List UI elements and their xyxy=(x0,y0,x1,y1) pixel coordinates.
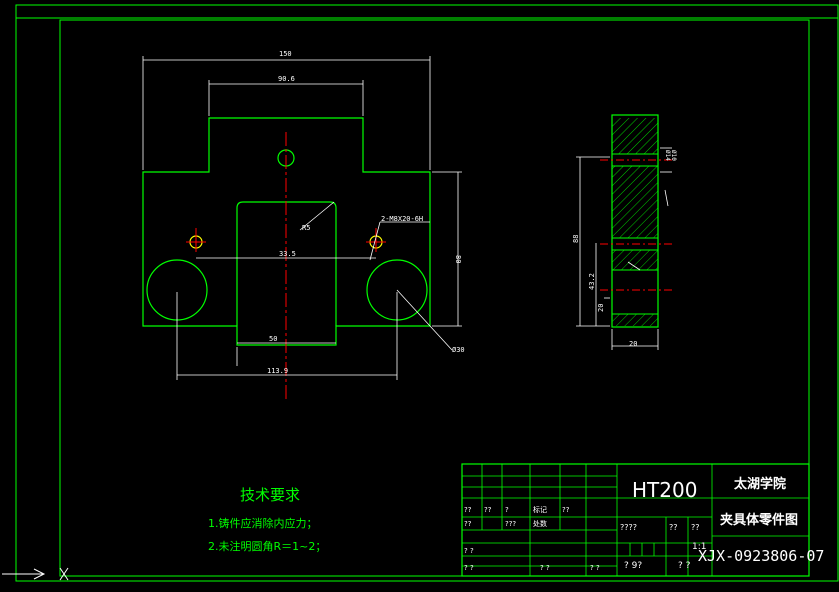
dim-side-43: 43.2 xyxy=(588,273,596,290)
svg-text:??: ?? xyxy=(562,506,570,514)
svg-text:? ?: ? ? xyxy=(464,564,474,572)
svg-text:??: ?? xyxy=(484,506,492,514)
front-view: 150 90.6 R5 2-M8X20-6H 33.5 80 50 113.9 … xyxy=(142,50,465,400)
dim-thread: 2-M8X20-6H xyxy=(381,215,423,223)
svg-text:??: ?? xyxy=(464,506,472,514)
side-view: 88 43.2 20 20 Ø14 Ø10 xyxy=(572,114,677,350)
svg-text:? ?: ? ? xyxy=(590,564,600,572)
svg-text:??: ?? xyxy=(669,523,678,532)
dim-side-bore-b: Ø10 xyxy=(670,150,677,161)
dim-side-bore-a: Ø14 xyxy=(664,150,671,161)
svg-text:? 9?: ? 9? xyxy=(624,561,642,571)
dim-113-9: 113.9 xyxy=(267,367,288,375)
svg-text:? ?: ? ? xyxy=(540,564,550,572)
dim-80: 80 xyxy=(454,255,462,263)
notes-title: 技术要求 xyxy=(240,486,300,504)
ucs-icon xyxy=(2,567,69,581)
technical-notes: 技术要求 1.铸件应消除内应力； 2.未注明圆角R＝1~2； xyxy=(208,486,326,553)
dim-side-88: 88 xyxy=(572,235,580,243)
dim-side-width: 20 xyxy=(629,340,637,348)
dim-phi30: Ø30 xyxy=(452,346,465,354)
dim-90: 90.6 xyxy=(278,75,295,83)
dim-33-5: 33.5 xyxy=(279,250,296,258)
dim-r5: R5 xyxy=(302,224,310,232)
title-block: HT200 太湖学院 夹具体零件图 1:1 XJX-0923806-07 ? ? … xyxy=(461,463,824,577)
part-name: 夹具体零件图 xyxy=(720,512,798,528)
svg-text:??: ?? xyxy=(464,520,472,528)
svg-text:??: ?? xyxy=(691,523,700,532)
notes-line-2: 2.未注明圆角R＝1~2； xyxy=(208,539,326,553)
notes-line-1: 1.铸件应消除内应力； xyxy=(208,516,318,530)
svg-text:???: ??? xyxy=(505,520,516,528)
svg-text:? ?: ? ? xyxy=(464,547,474,555)
school-name: 太湖学院 xyxy=(733,476,786,492)
drawing-frame xyxy=(59,19,810,577)
svg-text:????: ???? xyxy=(620,523,637,532)
dim-50: 50 xyxy=(269,335,277,343)
scale-label: 1:1 xyxy=(692,542,706,552)
dim-side-20: 20 xyxy=(597,304,605,312)
material-label: HT200 xyxy=(632,478,697,502)
front-view-outline xyxy=(142,117,431,346)
mark-b: 处数 xyxy=(533,519,547,528)
svg-text:?: ? xyxy=(505,506,509,514)
mark-a: 标记 xyxy=(533,505,547,514)
sheet-border xyxy=(15,4,839,582)
drawing-number: XJX-0923806-07 xyxy=(698,547,824,565)
dim-150: 150 xyxy=(279,50,292,58)
svg-text:? ?: ? ? xyxy=(678,561,691,571)
